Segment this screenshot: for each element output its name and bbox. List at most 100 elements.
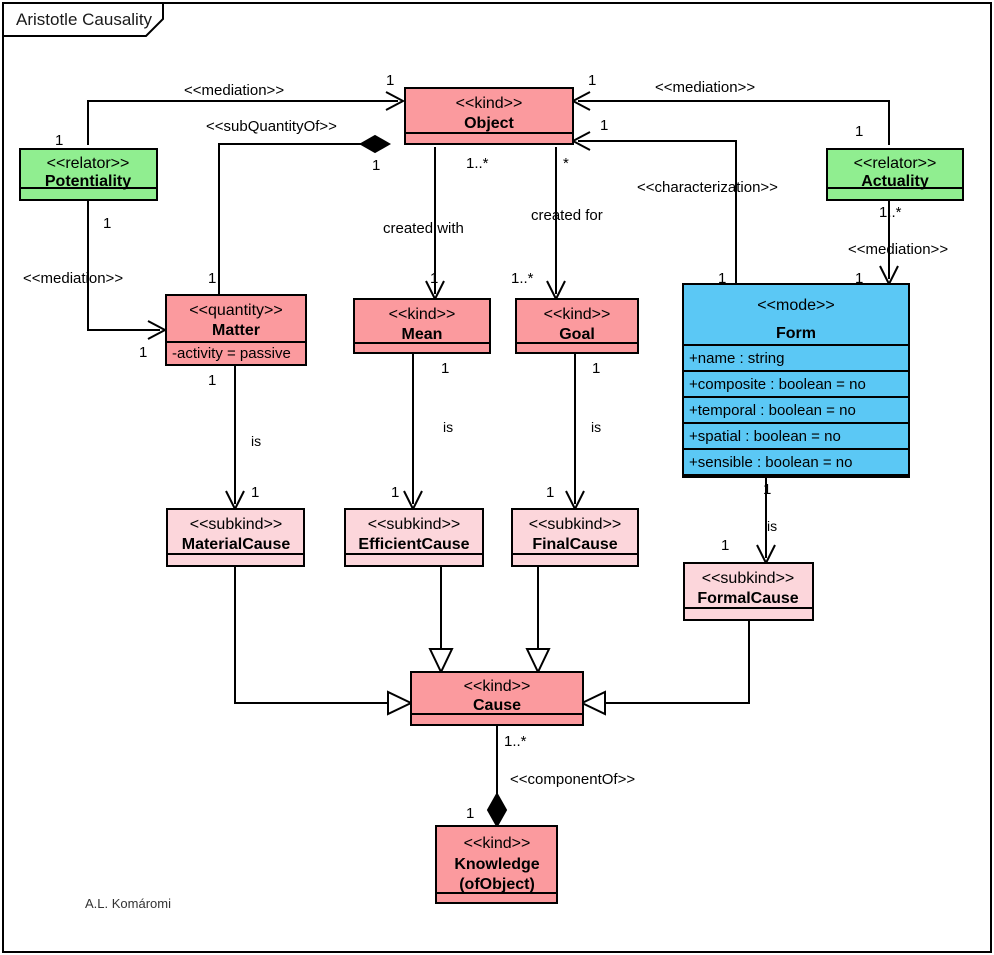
class-box-object[interactable]: <<kind>> Object [404, 87, 574, 145]
class-box-efficientcause[interactable]: <<subkind>> EfficientCause [344, 508, 484, 567]
class-stereotype: <<subkind>> [190, 516, 283, 533]
class-body [410, 671, 584, 726]
mult-potentiality-top: 1 [55, 132, 63, 149]
class-stereotype: <<kind>> [389, 306, 456, 323]
class-name: Object [464, 115, 514, 132]
mult-knowledge-top: 1 [466, 805, 474, 822]
edge-line [218, 143, 389, 295]
edge-formalcause-cause-generalization [579, 620, 750, 716]
class-name: Cause [473, 697, 521, 714]
edge-cause-knowledge-componentof [486, 725, 508, 829]
class-stereotype: <<subkind>> [529, 516, 622, 533]
class-stereotype: <<kind>> [464, 678, 531, 695]
mult-actuality-bottom: 1..* [879, 204, 902, 221]
class-stereotype: <<quantity>> [189, 302, 282, 319]
open-arrowhead [385, 91, 406, 111]
class-name: FinalCause [532, 536, 617, 553]
edge-materialcause-cause-generalization [234, 566, 414, 716]
label-is-form-formalcause: is [767, 518, 777, 534]
mult-form-top-left: 1 [718, 270, 726, 287]
edge-text-labels: <<mediation>> <<mediation>> <<subQuantit… [23, 79, 948, 788]
class-body [511, 508, 639, 567]
mult-potentiality-bottom: 1 [103, 215, 111, 232]
generalization-triangle [387, 690, 414, 716]
class-name-line2: (ofObject) [459, 876, 535, 893]
mult-form-top-right: 1 [855, 270, 863, 287]
class-stereotype: <<relator>> [854, 155, 937, 172]
mult-goal-bottom: 1 [592, 360, 600, 377]
mult-object-top-right: 1 [588, 72, 596, 89]
class-box-actuality[interactable]: <<relator>> Actuality [826, 148, 964, 201]
class-box-knowledge[interactable]: <<kind>> Knowledge (ofObject) [435, 825, 558, 904]
class-attribute: +sensible : boolean = no [689, 454, 852, 471]
edge-matter-object-subquantityof [218, 134, 392, 295]
label-created-with: created with [383, 220, 464, 237]
label-mediation-potentiality-matter: <<mediation>> [23, 270, 123, 287]
edge-line [87, 200, 160, 331]
class-body [344, 508, 484, 567]
class-stereotype: <<kind>> [456, 95, 523, 112]
class-body [683, 562, 814, 621]
mult-cause-bottom: 1..* [504, 733, 527, 750]
class-name: Actuality [861, 173, 929, 190]
class-stereotype: <<mode>> [757, 297, 834, 314]
class-body [166, 508, 305, 567]
class-stereotype: <<kind>> [464, 835, 531, 852]
class-name: FormalCause [697, 590, 798, 607]
edge-efficientcause-cause-generalization [428, 566, 454, 675]
class-box-materialcause[interactable]: <<subkind>> MaterialCause [166, 508, 305, 567]
generalization-triangle [579, 690, 606, 716]
mult-matter-bottom: 1 [208, 372, 216, 389]
class-box-matter[interactable]: <<quantity>> Matter -activity = passive [165, 294, 307, 366]
class-name: MaterialCause [182, 536, 291, 553]
relationship-edges [87, 91, 899, 829]
class-body [435, 825, 558, 904]
class-attribute: +name : string [689, 350, 784, 367]
class-box-finalcause[interactable]: <<subkind>> FinalCause [511, 508, 639, 567]
label-subquantityof: <<subQuantityOf>> [206, 118, 337, 135]
mult-object-diamond: 1 [372, 157, 380, 174]
class-attribute: +spatial : boolean = no [689, 428, 841, 445]
mult-object-right-lower: 1 [600, 117, 608, 134]
label-created-for: created for [531, 207, 603, 224]
mult-finalcause-top: 1 [546, 484, 554, 501]
class-box-goal[interactable]: <<kind>> Goal [515, 298, 639, 354]
label-mediation-actuality-object: <<mediation>> [655, 79, 755, 96]
mult-object-to-goal: * [563, 155, 569, 172]
mult-formalcause-top: 1 [721, 537, 729, 554]
mult-object-to-mean: 1..* [466, 155, 489, 172]
class-box-cause[interactable]: <<kind>> Cause [410, 671, 584, 726]
label-is-goal-finalcause: is [591, 419, 601, 435]
multiplicity-labels: 1 1 1 1 1 1 1 1..* 1..* * 1 1 1 1 1 1..*… [55, 72, 902, 822]
class-name: Knowledge [454, 856, 539, 873]
edge-line [87, 100, 398, 145]
class-box-mean[interactable]: <<kind>> Mean [353, 298, 491, 354]
class-attribute: +composite : boolean = no [689, 376, 866, 393]
mult-object-top-left: 1 [386, 72, 394, 89]
edge-line [234, 566, 390, 704]
label-componentof: <<componentOf>> [510, 771, 635, 788]
mult-materialcause-top: 1 [251, 484, 259, 501]
mult-efficientcause-top: 1 [391, 484, 399, 501]
generalization-triangle [525, 648, 551, 675]
class-box-formalcause[interactable]: <<subkind>> FormalCause [683, 562, 814, 621]
class-body [19, 148, 158, 201]
class-name: Potentiality [45, 173, 131, 190]
mult-form-bottom: 1 [763, 481, 771, 498]
mult-mean-top: 1 [430, 270, 438, 287]
class-box-potentiality[interactable]: <<relator>> Potentiality [19, 148, 158, 201]
class-body [826, 148, 964, 201]
class-stereotype: <<subkind>> [702, 570, 795, 587]
class-name: Mean [402, 326, 443, 343]
label-is-mean-efficientcause: is [443, 419, 453, 435]
class-name: Matter [212, 322, 260, 339]
class-body [404, 87, 574, 145]
class-box-form[interactable]: <<mode>> Form +name : string +composite … [682, 283, 910, 478]
label-is-matter-materialcause: is [251, 433, 261, 449]
mult-goal-top: 1..* [511, 270, 534, 287]
mult-mean-bottom: 1 [441, 360, 449, 377]
label-characterization: <<characterization>> [637, 179, 778, 196]
composition-diamond [486, 791, 508, 829]
